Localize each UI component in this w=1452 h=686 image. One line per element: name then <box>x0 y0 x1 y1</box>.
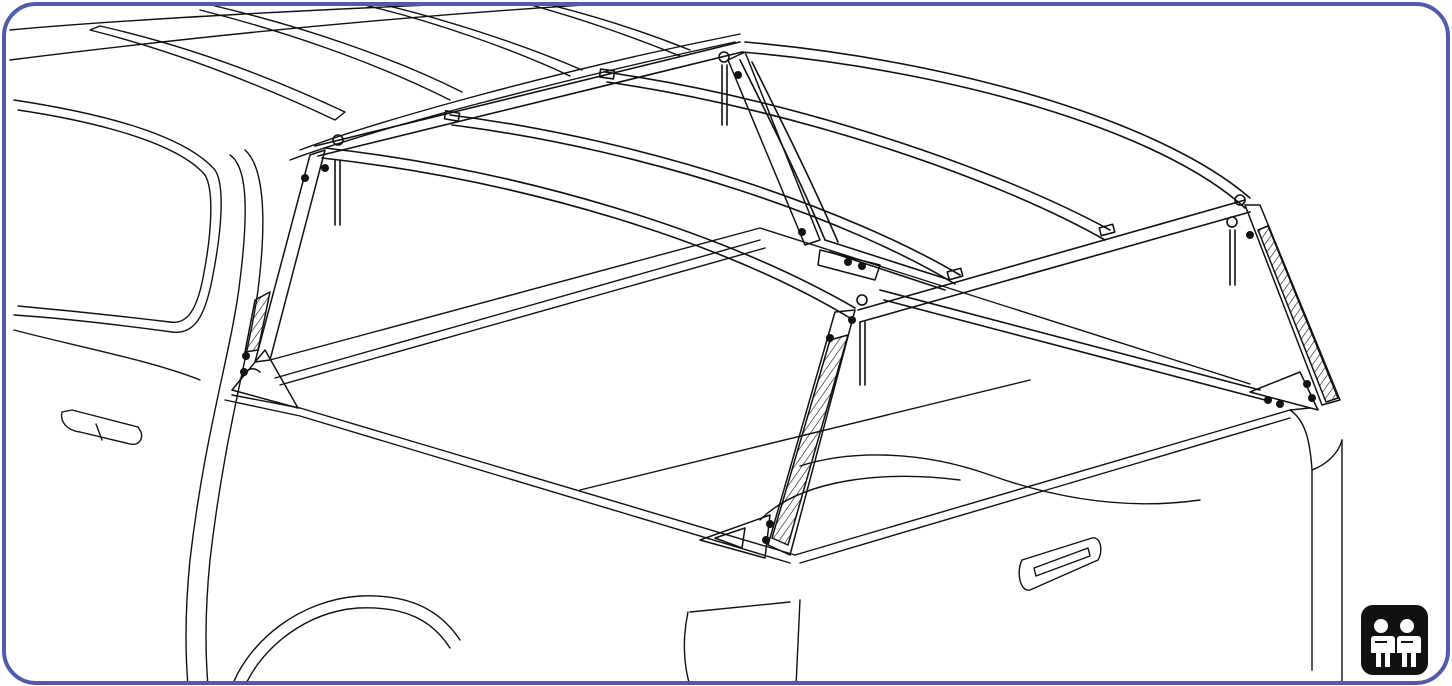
two-person-icon <box>1370 619 1421 667</box>
two-person-badge <box>1361 605 1428 675</box>
canopy-frame <box>314 41 1266 401</box>
upright-legs <box>231 51 1341 559</box>
cab-roof <box>9 6 741 161</box>
door-handle <box>60 409 143 446</box>
truck-bed <box>224 227 1343 681</box>
cab-body <box>13 99 461 681</box>
tailgate-handle <box>1018 537 1102 591</box>
